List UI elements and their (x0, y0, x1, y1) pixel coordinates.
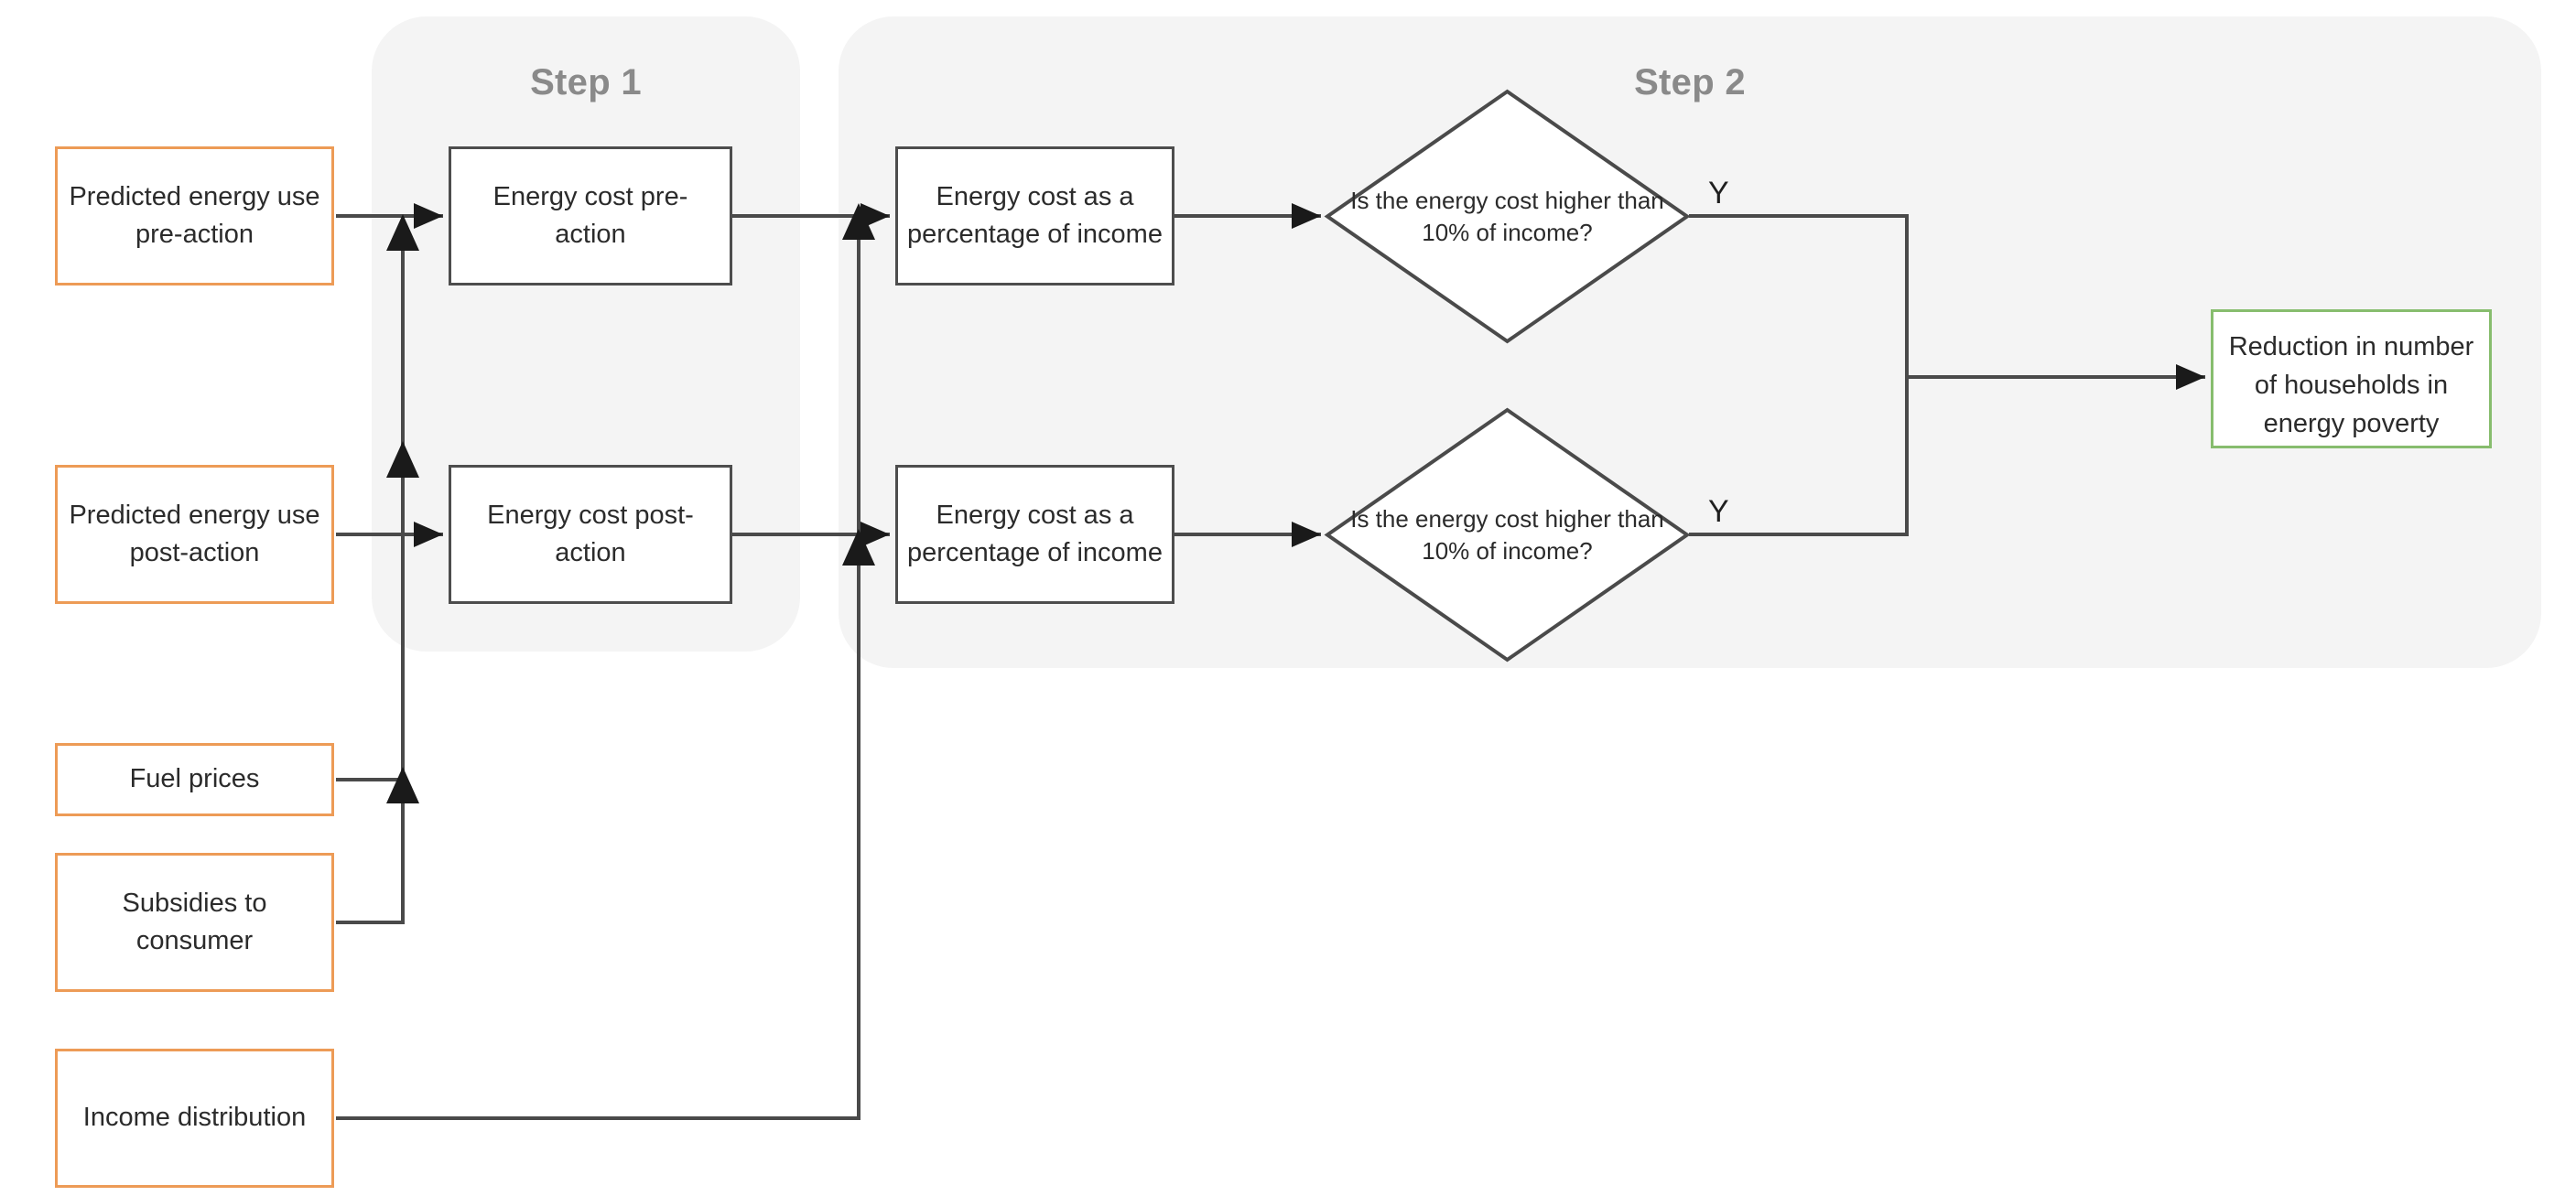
node-fuel-prices[interactable]: Fuel prices (55, 743, 334, 816)
node-label: Income distribution (82, 1103, 307, 1133)
node-predicted-energy-use-post-action[interactable]: Predicted energy use post-action (55, 465, 334, 604)
node-energy-cost-percentage-income-bottom[interactable]: Energy cost as a percentage of income (895, 465, 1174, 604)
node-label: Fuel prices (129, 764, 260, 794)
node-label: Subsidies to consumer (122, 888, 267, 955)
node-energy-cost-percentage-income-top[interactable]: Energy cost as a percentage of income (895, 146, 1174, 286)
edge-label-yes-bottom: Y (1708, 494, 1729, 529)
node-label: Reduction in number of households in ene… (2228, 331, 2474, 439)
decision-energy-cost-above-10-percent-top[interactable]: Is the energy cost higher than 10% of in… (1324, 89, 1691, 344)
node-subsidies-to-consumer[interactable]: Subsidies to consumer (55, 853, 334, 992)
edge-subsidies-riser (336, 780, 405, 924)
diamond-shape (1324, 407, 1691, 663)
node-income-distribution[interactable]: Income distribution (55, 1049, 334, 1188)
step-1-label: Step 1 (530, 62, 642, 102)
edge-label-yes-top: Y (1708, 176, 1729, 210)
arrowhead-riser-fuel-junction (386, 767, 419, 803)
step-2-label: Step 2 (1634, 62, 1746, 102)
node-label: Energy cost as a percentage of income (907, 500, 1163, 567)
node-label: Predicted energy use post-action (69, 500, 320, 567)
node-predicted-energy-use-pre-action[interactable]: Predicted energy use pre-action (55, 146, 334, 286)
decision-energy-cost-above-10-percent-bottom[interactable]: Is the energy cost higher than 10% of in… (1324, 407, 1691, 663)
node-label: Energy cost pre-action (492, 181, 688, 249)
node-energy-cost-post-action[interactable]: Energy cost post-action (449, 465, 732, 604)
node-label: Energy cost as a percentage of income (907, 181, 1163, 249)
node-label: Energy cost post-action (487, 500, 694, 567)
diamond-shape (1324, 89, 1691, 344)
node-reduction-households-energy-poverty[interactable]: Reduction in number of households in ene… (2211, 309, 2492, 448)
node-energy-cost-pre-action[interactable]: Energy cost pre-action (449, 146, 732, 286)
node-label: Predicted energy use pre-action (69, 181, 320, 249)
